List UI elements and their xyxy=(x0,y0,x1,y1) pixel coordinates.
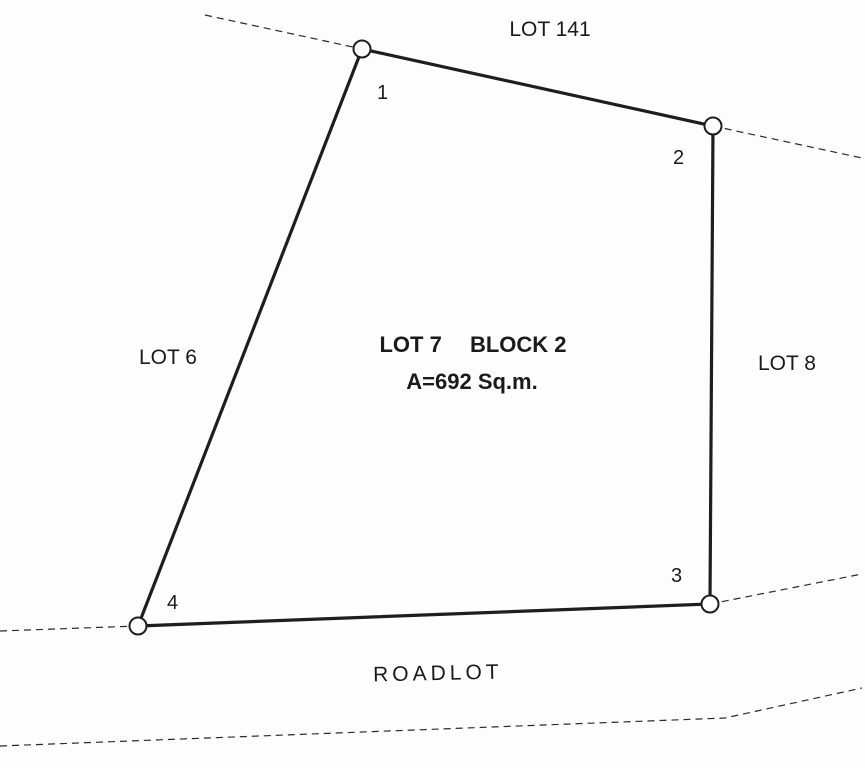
lot-block-title: LOT 7 BLOCK 2 xyxy=(379,332,566,357)
block-number-label: BLOCK 2 xyxy=(470,332,567,357)
corner-marker-4 xyxy=(128,616,148,636)
corner-number-2: 2 xyxy=(673,147,684,169)
road-far-boundary xyxy=(0,687,863,747)
adjoining-lot-north-label: LOT 141 xyxy=(509,18,590,41)
lot-area-label: A=692 Sq.m. xyxy=(406,369,537,394)
corner-number-3: 3 xyxy=(671,565,682,587)
corner-marker-2 xyxy=(703,116,723,136)
corner-marker-1 xyxy=(352,39,372,59)
corner-marker-3 xyxy=(700,594,720,614)
adjoining-boundaries xyxy=(0,14,863,747)
road-lot-label: ROADLOT xyxy=(373,661,503,687)
road-boundary-west xyxy=(0,625,139,632)
corner-number-1: 1 xyxy=(377,82,388,104)
road-boundary-east xyxy=(709,573,863,605)
corner-number-4: 4 xyxy=(167,592,178,614)
lot-number-label: LOT 7 xyxy=(379,332,441,357)
north-adjoining-line-west xyxy=(204,14,363,50)
adjoining-lot-east-label: LOT 8 xyxy=(758,352,816,375)
adjoining-lot-west-label: LOT 6 xyxy=(139,346,197,369)
north-adjoining-line-east xyxy=(712,125,863,159)
